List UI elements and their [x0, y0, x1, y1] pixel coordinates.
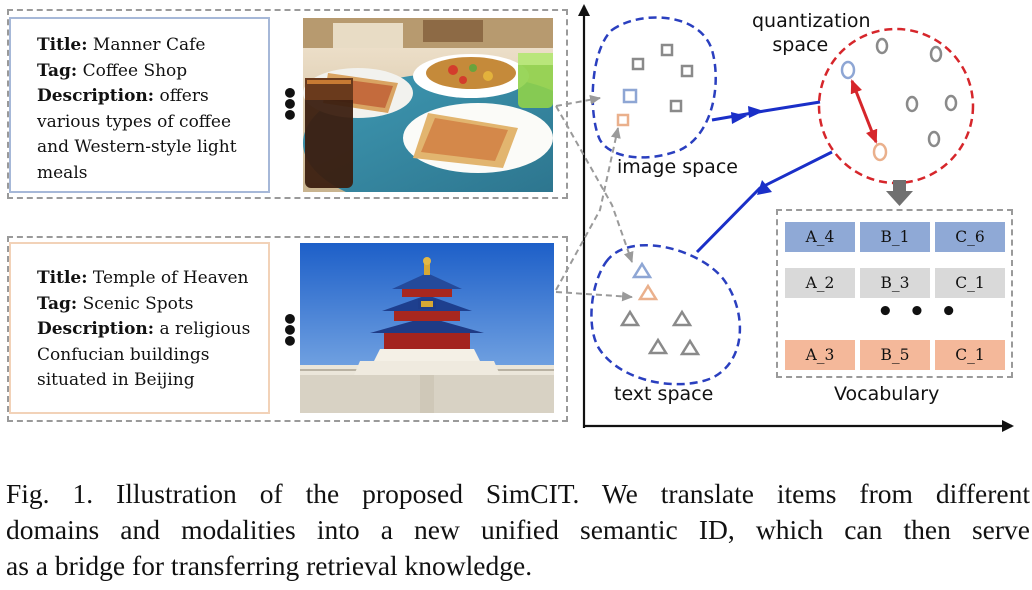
text-point-temple: [637, 283, 659, 301]
image-space-label: image space: [617, 156, 738, 178]
code-point: [905, 95, 919, 113]
text-point: [679, 338, 701, 356]
item-card-temple: Title: Temple of Heaven Tag: Scenic Spot…: [9, 242, 270, 414]
item-description-line: various types of coffee: [37, 111, 232, 132]
code-point: [875, 37, 889, 55]
text-point: [619, 309, 641, 327]
item-title-line: Title: Manner Cafe: [37, 35, 206, 55]
code-point: [929, 45, 943, 63]
quantization-distance-arrow: [850, 79, 878, 144]
cafe-to-image-arrow: [555, 94, 601, 107]
item-description-line: and Western-style light: [37, 137, 237, 157]
vocab-cell: B_1: [860, 222, 930, 252]
to-vocabulary-arrow-head: [886, 191, 913, 206]
image-point: [669, 99, 683, 113]
cafe-to-text-arrow: [555, 105, 634, 263]
caption-line: domains and modalities into a new unifie…: [6, 514, 1030, 545]
code-point: [927, 130, 941, 148]
temple-to-text-arrow: [555, 291, 633, 302]
vocab-ellipsis: • • •: [877, 297, 960, 327]
vocabulary-label: Vocabulary: [834, 383, 940, 405]
item-box-temple: [7, 236, 568, 422]
vocab-cell: C_1: [935, 268, 1005, 298]
embedding-diagram: [555, 4, 1014, 432]
item-tag-line: Tag: Coffee Shop: [37, 60, 188, 81]
vocab-cell: A_3: [785, 340, 855, 370]
text-point: [671, 309, 693, 327]
image-space-region: [591, 16, 717, 159]
item-description-line: situated in Beijing: [37, 370, 195, 390]
vocab-cell: C_6: [935, 222, 1005, 252]
caption-line: as a bridge for transferring retrieval k…: [6, 550, 533, 581]
temple-of-heaven-photo: [300, 243, 554, 413]
code-point-blue: [840, 60, 856, 80]
to-vocabulary-arrow-stem: [893, 180, 906, 192]
vocab-cell: B_3: [860, 268, 930, 298]
image-point: [680, 64, 694, 78]
temple-to-image-arrow: [555, 127, 621, 291]
text-point-cafe: [631, 261, 653, 279]
caption-line: Fig. 1. Illustration of the proposed Sim…: [6, 478, 1030, 509]
vocab-cell: C_1: [935, 340, 1005, 370]
text-point: [647, 337, 669, 355]
image-point: [631, 57, 645, 71]
text-space-label: text space: [614, 383, 714, 405]
item-description-line: Description: a religious: [37, 319, 251, 339]
image-to-quantization-arrow: [711, 100, 821, 122]
vocab-cell: A_4: [785, 222, 855, 252]
image-point-cafe: [622, 88, 638, 104]
item-description-line: Description: offers: [37, 86, 209, 106]
image-point: [660, 43, 674, 57]
vocab-cell: B_5: [860, 340, 930, 370]
cafe-food-photo: [303, 18, 553, 192]
item-description-line: meals: [37, 162, 88, 183]
vocabulary-table: [776, 209, 1013, 378]
vocab-cell: A_2: [785, 268, 855, 298]
quantization-space-label: quantization space: [752, 10, 871, 56]
item-tag-line: Tag: Scenic Spots: [37, 293, 194, 314]
item-title-line: Title: Temple of Heaven: [37, 268, 249, 288]
item-card-cafe: Title: Manner Cafe Tag: Coffee Shop Desc…: [9, 17, 270, 193]
code-point-peach: [872, 142, 888, 162]
figure-caption: Fig. 1. Illustration of the proposed Sim…: [6, 476, 1030, 584]
item-description-line: Confucian buildings: [37, 344, 210, 365]
text-space-region: [590, 243, 742, 386]
image-point-temple: [616, 113, 630, 127]
code-point: [944, 94, 958, 112]
